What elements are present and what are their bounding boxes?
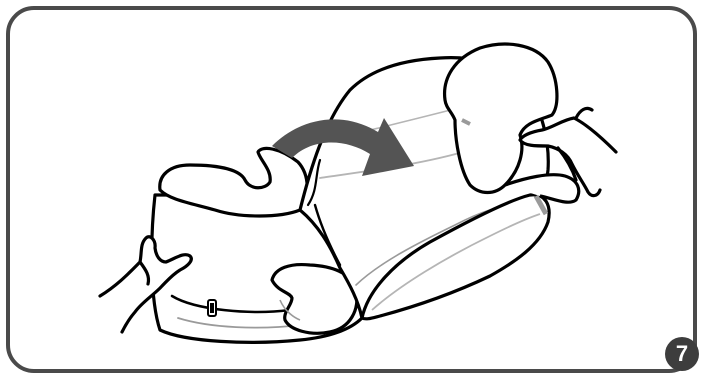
base-armrest-right bbox=[270, 262, 359, 335]
hand-left-icon bbox=[98, 235, 193, 334]
backrest-wing bbox=[360, 193, 551, 321]
hand-right-icon bbox=[518, 106, 618, 198]
rotation-arrow-icon bbox=[272, 118, 414, 176]
step-number-badge: 7 bbox=[665, 337, 699, 371]
headrest bbox=[442, 42, 581, 204]
base-armrest-left bbox=[158, 146, 309, 218]
